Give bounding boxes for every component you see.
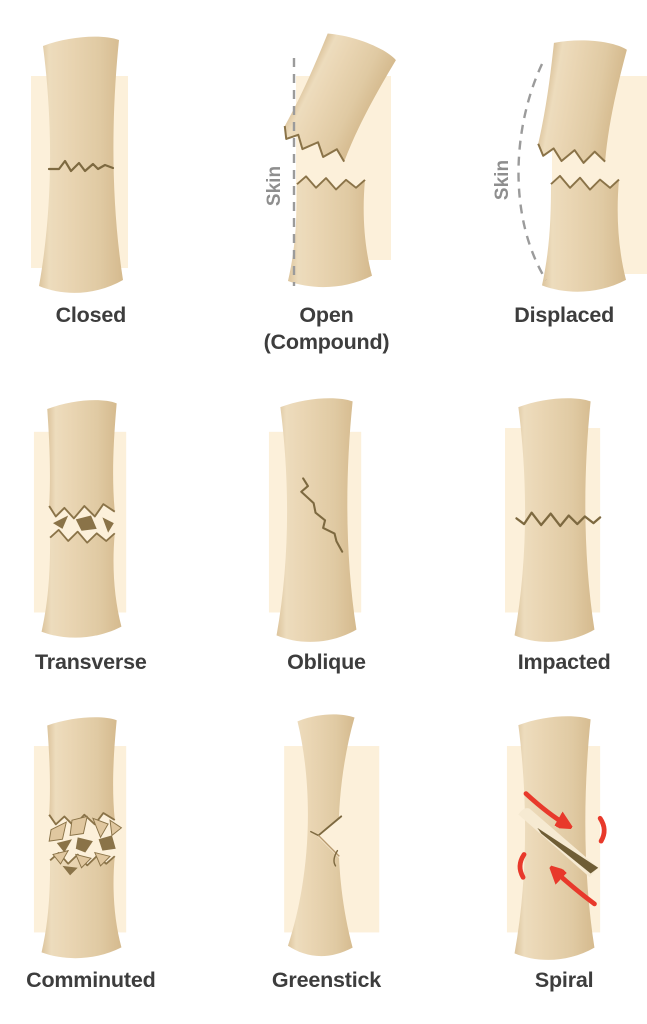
cell-open-compound: Skin Open (Compound) bbox=[219, 0, 435, 376]
cell-displaced: Skin Displaced bbox=[456, 0, 647, 376]
cell-oblique: Oblique bbox=[219, 376, 435, 694]
cell-closed: Closed bbox=[0, 0, 199, 376]
label-greenstick: Greenstick bbox=[271, 968, 382, 992]
label-open-compound: Open (Compound) bbox=[263, 303, 390, 354]
label-impacted: Impacted bbox=[517, 650, 611, 674]
torsion-arrows bbox=[517, 791, 607, 907]
twist-arc-right bbox=[597, 815, 607, 844]
impacted-crack bbox=[515, 511, 602, 528]
cell-greenstick: Greenstick bbox=[219, 694, 435, 1024]
open-fracture-illustration: Skin bbox=[264, 28, 398, 288]
impacted-fracture-illustration bbox=[505, 398, 602, 642]
closed-crack bbox=[47, 159, 114, 173]
label-transverse: Transverse bbox=[35, 650, 147, 674]
comminuted-fracture-illustration bbox=[33, 717, 127, 959]
greenstick-notch bbox=[310, 815, 343, 867]
label-oblique: Oblique bbox=[287, 650, 366, 674]
cell-transverse: Transverse bbox=[0, 376, 199, 694]
upper-bone-fragment bbox=[47, 717, 117, 828]
lower-bone-fragment bbox=[542, 174, 627, 292]
closed-fracture-illustration bbox=[30, 36, 128, 293]
label-comminuted: Comminuted bbox=[26, 968, 156, 992]
upper-bone-fragment bbox=[47, 400, 117, 520]
transverse-fracture-illustration bbox=[33, 400, 127, 638]
cell-comminuted: Comminuted bbox=[0, 694, 199, 1024]
spiral-fracture-band bbox=[518, 808, 599, 878]
twist-arc-left bbox=[517, 852, 527, 880]
label-displaced: Displaced bbox=[514, 303, 615, 327]
bone-fragments-cluster bbox=[48, 815, 123, 876]
lower-bone-fragment bbox=[41, 851, 122, 959]
oblique-crack bbox=[300, 477, 344, 553]
skin-annotation: Skin bbox=[264, 166, 285, 206]
spiral-fracture-illustration bbox=[507, 716, 607, 960]
displaced-fracture-illustration: Skin bbox=[492, 33, 647, 292]
oblique-fracture-illustration bbox=[269, 398, 362, 642]
lower-bone-fragment bbox=[288, 175, 373, 288]
cell-impacted: Impacted bbox=[456, 376, 647, 694]
lower-bone-fragment bbox=[41, 528, 122, 638]
cell-spiral: Spiral bbox=[456, 694, 647, 1024]
label-closed: Closed bbox=[55, 303, 127, 327]
twist-arrow-upper bbox=[523, 791, 567, 825]
label-spiral: Spiral bbox=[534, 968, 594, 992]
greenstick-fracture-illustration bbox=[284, 714, 380, 957]
skin-dashed-curve bbox=[517, 63, 548, 281]
twist-arrow-lower bbox=[555, 871, 597, 907]
skin-annotation: Skin bbox=[492, 160, 513, 200]
fracture-fragments bbox=[52, 515, 114, 533]
